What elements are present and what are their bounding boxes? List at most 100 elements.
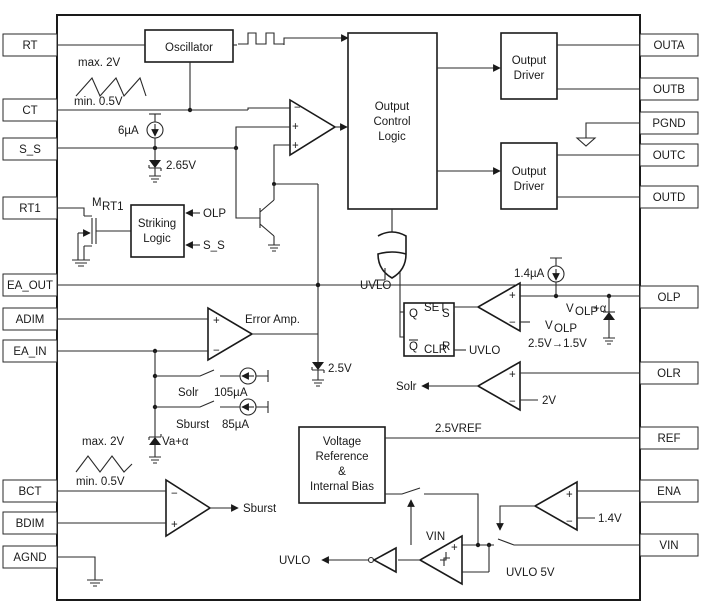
zener-olp-icon [603,312,615,320]
oscillator-block: Oscillator [144,29,234,63]
svg-text:+: + [171,519,178,531]
pin-ea-out[interactable]: EA_OUT [2,273,58,297]
pin-outa[interactable]: OUTA [639,33,699,57]
svg-text:min. 0.5V: min. 0.5V [74,96,123,108]
burst-comparator [165,478,212,538]
svg-text:Logic: Logic [143,233,171,245]
svg-text:Oscillator: Oscillator [165,42,213,54]
pin-ena[interactable]: ENA [639,479,699,503]
zener-va-icon [149,437,161,445]
svg-text:2.65V: 2.65V [166,160,196,172]
pin-bdim[interactable]: BDIM [2,511,58,535]
olp-comparator [476,281,521,333]
svg-text:Reference: Reference [315,451,368,463]
svg-text:S_S: S_S [19,144,41,156]
pin-s-s[interactable]: S_S [2,137,58,161]
svg-text:OLP: OLP [554,323,577,335]
pin-pgnd[interactable]: PGND [639,111,699,135]
svg-text:Logic: Logic [378,131,406,143]
svg-text:CLR: CLR [424,344,447,356]
svg-text:min. 0.5V: min. 0.5V [76,476,125,488]
svg-text:&: & [338,466,346,478]
svg-text:EA_IN: EA_IN [13,346,46,358]
output-control-logic-block: Output Control Logic [347,32,438,210]
pin-agnd[interactable]: AGND [2,545,58,569]
svg-text:SET: SET [424,302,446,314]
svg-text:S: S [442,308,450,320]
pin-ea-in[interactable]: EA_IN [2,339,58,363]
svg-text:VIN: VIN [426,531,445,543]
svg-text:+α: +α [593,303,607,315]
svg-text:+: + [213,315,220,327]
svg-text:REF: REF [658,433,681,445]
error-amplifier [207,306,254,362]
svg-text:Driver: Driver [514,70,545,82]
svg-text:2.5V: 2.5V [328,363,352,375]
svg-text:UVLO: UVLO [360,280,391,292]
svg-text:+: + [509,369,516,381]
svg-text:−: − [509,317,516,329]
svg-text:VIN: VIN [659,540,678,552]
svg-text:RT1: RT1 [19,203,41,215]
pin-olp[interactable]: OLP [639,285,699,309]
svg-text:−: − [509,396,516,408]
svg-text:OLR: OLR [657,368,681,380]
svg-text:OUTB: OUTB [653,84,685,96]
svg-text:RT1: RT1 [102,201,124,213]
svg-text:6µA: 6µA [118,125,139,137]
svg-text:Output: Output [375,101,410,113]
svg-text:1.4V: 1.4V [598,513,622,525]
svg-text:−: − [171,488,178,500]
svg-text:+: + [509,290,516,302]
triangle-wave-icon [75,455,133,473]
svg-text:AGND: AGND [13,552,46,564]
svg-text:UVLO: UVLO [469,345,500,357]
pgnd-ground-icon [575,137,597,147]
svg-text:UVLO 5V: UVLO 5V [506,567,555,579]
svg-text:max. 2V: max. 2V [82,436,125,448]
svg-text:105µA: 105µA [214,387,248,399]
pin-outc[interactable]: OUTC [639,143,699,167]
voltage-reference-block: Voltage Reference & Internal Bias [298,426,386,504]
pin-rt[interactable]: RT [2,33,58,57]
svg-text:OLP: OLP [575,306,598,318]
svg-text:max. 2V: max. 2V [78,57,121,69]
sr-latch: Q SET S Q CLR R [403,302,455,357]
svg-text:BCT: BCT [19,486,42,498]
svg-text:2V: 2V [542,395,556,407]
svg-text:+: + [292,121,299,133]
sawtooth-wave-icon [75,76,147,98]
svg-text:Voltage: Voltage [323,436,361,448]
svg-text:ADIM: ADIM [16,314,45,326]
svg-text:V: V [566,303,574,315]
svg-text:Solr: Solr [178,387,199,399]
svg-text:M: M [92,197,102,209]
svg-text:Q: Q [409,341,418,353]
pin-vin[interactable]: VIN [639,533,699,557]
svg-text:Error Amp.: Error Amp. [245,314,300,326]
pin-ct[interactable]: CT [2,98,58,122]
pin-outd[interactable]: OUTD [639,185,699,209]
svg-text:OUTC: OUTC [653,150,686,162]
striking-logic-block: Striking Logic [130,204,185,258]
svg-text:2.5V→1.5V: 2.5V→1.5V [528,338,587,350]
svg-text:Solr: Solr [396,381,417,393]
pin-olr[interactable]: OLR [639,361,699,385]
clock-pulse-icon [238,32,284,45]
pin-outb[interactable]: OUTB [639,77,699,101]
svg-text:+: + [451,542,458,554]
output-driver-ab: Output Driver [500,32,558,100]
svg-text:Q: Q [409,308,418,320]
svg-text:2.5VREF: 2.5VREF [435,423,482,435]
pin-adim[interactable]: ADIM [2,307,58,331]
svg-text:Output: Output [512,166,547,178]
svg-text:−: − [566,516,573,528]
svg-text:Sburst: Sburst [176,419,210,431]
pin-rt1[interactable]: RT1 [2,196,58,220]
svg-text:UVLO: UVLO [279,555,310,567]
pin-bct[interactable]: BCT [2,479,58,503]
pin-ref[interactable]: REF [639,426,699,450]
svg-text:BDIM: BDIM [16,518,45,530]
svg-text:S_S: S_S [203,240,225,252]
